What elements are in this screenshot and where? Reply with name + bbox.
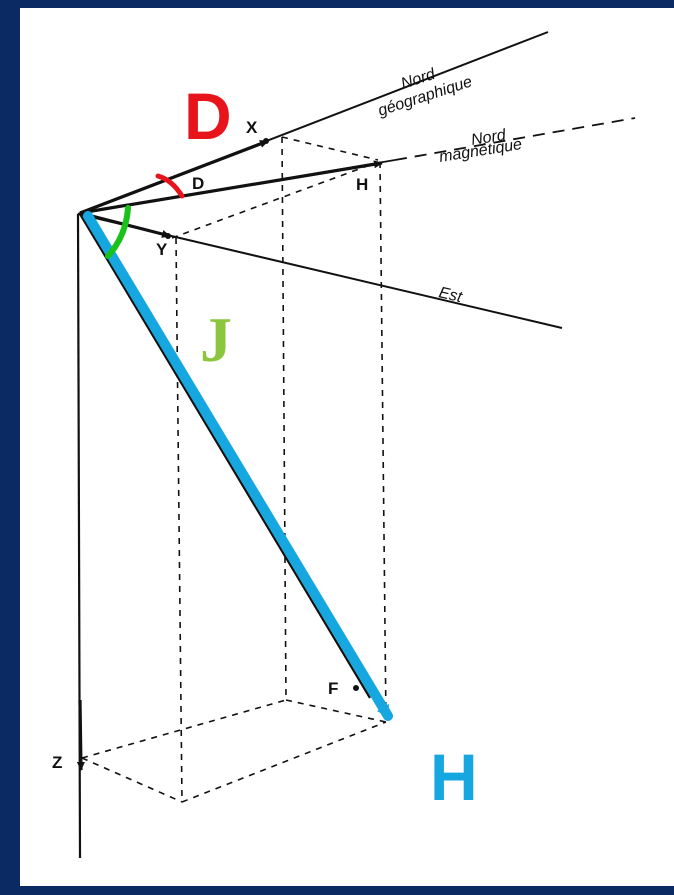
d-small-label: D bbox=[192, 174, 204, 193]
x-label: X bbox=[246, 118, 258, 137]
declination-big-label: D bbox=[184, 79, 232, 153]
field-vector-arrow bbox=[83, 211, 393, 721]
y-label: Y bbox=[156, 240, 168, 259]
magnetic-north-dashed bbox=[394, 117, 636, 161]
declination-arc bbox=[155, 173, 185, 199]
inclination-big-label: J bbox=[200, 304, 232, 375]
inclination-arc bbox=[105, 205, 131, 259]
construction-lines bbox=[81, 136, 387, 803]
diagram-panel bbox=[20, 8, 674, 886]
z-component-arrow bbox=[76, 699, 85, 771]
h-small-label: H bbox=[356, 175, 368, 194]
f-point bbox=[353, 685, 359, 691]
total-field-f-line bbox=[79, 213, 371, 699]
x-point bbox=[263, 138, 269, 144]
y-point bbox=[165, 233, 171, 239]
east-label: Est bbox=[437, 284, 464, 306]
magnetic-north-label-1: Nord bbox=[470, 127, 508, 149]
f-label: F bbox=[328, 679, 338, 698]
field-big-label: H bbox=[430, 740, 478, 814]
z-label: Z bbox=[52, 753, 62, 772]
x-component-arrow bbox=[79, 139, 269, 215]
h-component-arrow bbox=[79, 160, 383, 215]
